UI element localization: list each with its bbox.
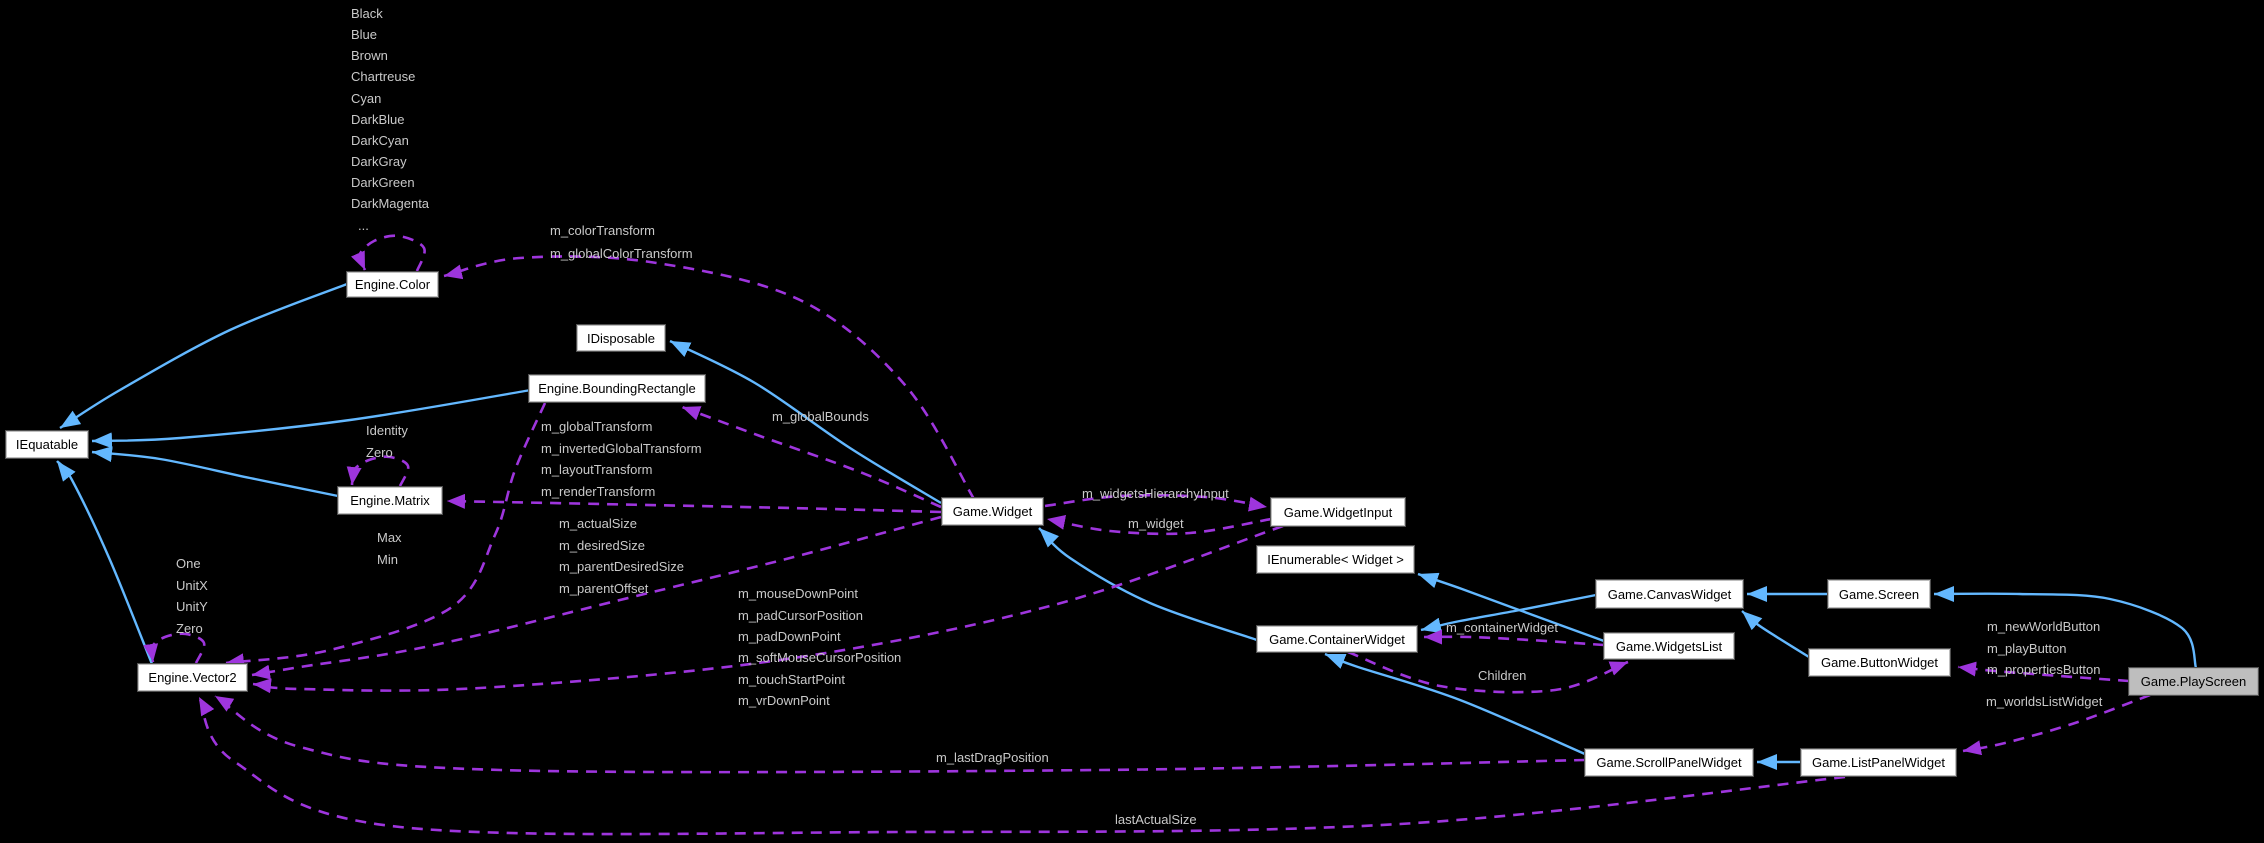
node-widgetslist[interactable]: Game.WidgetsList	[1604, 633, 1734, 659]
edge-scrollpanel-vector2	[214, 694, 1586, 774]
edge-label: m_desiredSize	[559, 538, 645, 553]
edge-containerwidget-widget	[1038, 527, 1258, 642]
edge-widgetinput-widget	[1046, 515, 1272, 536]
edge-playscreen-buttonwidget	[1957, 661, 2130, 683]
edge-label: UnitY	[176, 599, 208, 614]
edge-label: ...	[358, 218, 369, 233]
node-widgetinput[interactable]: Game.WidgetInput	[1271, 498, 1405, 526]
node-ienumerable[interactable]: IEnumerable< Widget >	[1257, 546, 1414, 573]
edge-widget-matrix	[446, 493, 942, 514]
edge-label: DarkMagenta	[351, 196, 430, 211]
node-scrollpanel[interactable]: Game.ScrollPanelWidget	[1585, 749, 1753, 776]
edge-label: m_invertedGlobalTransform	[541, 441, 702, 456]
node-iequatable[interactable]: IEquatable	[6, 431, 88, 458]
edge-label: m_lastDragPosition	[936, 750, 1049, 765]
edge-color-iequatable	[59, 282, 348, 430]
edge-canvaswidget-containerwidget	[1420, 593, 1597, 634]
edge-brect-iequatable	[91, 388, 532, 449]
edge-label: Zero	[366, 445, 393, 460]
edge-widgetslist-ienumerable	[1417, 572, 1605, 643]
edge-label: Min	[377, 552, 398, 567]
edge-widgetslist-containerwidget	[1423, 629, 1605, 647]
edge-label: m_propertiesButton	[1987, 662, 2101, 677]
edge-label: Blue	[351, 27, 378, 42]
node-idisposable[interactable]: IDisposable	[577, 325, 665, 351]
node-vector2[interactable]: Engine.Vector2	[138, 664, 247, 691]
edge-label: DarkCyan	[351, 133, 409, 148]
edge-label: m_parentDesiredSize	[559, 559, 685, 574]
node-canvaswidget[interactable]: Game.CanvasWidget	[1596, 580, 1743, 608]
edge-widget-idisposable	[669, 339, 942, 505]
edge-label: Chartreuse	[351, 69, 416, 84]
edge-label: lastActualSize	[1115, 812, 1197, 827]
edge-label: Zero	[176, 621, 203, 636]
edge-containerwidget-widgetslist	[1347, 650, 1629, 694]
edge-label: Black	[351, 6, 383, 21]
edge-label: m_softMouseCursorPosition	[738, 650, 902, 665]
edge-widget-vector2	[251, 515, 942, 680]
node-widget[interactable]: Game.Widget	[942, 498, 1043, 525]
edge-label: m_renderTransform	[541, 484, 656, 499]
edge-label: One	[176, 556, 201, 571]
edge-scrollpanel-containerwidget	[1324, 652, 1586, 756]
edge-vector2-iequatable	[56, 460, 154, 665]
edge-label: m_globalColorTransform	[550, 246, 693, 261]
edge-label: m_widgetsHierarchyInput	[1082, 486, 1229, 501]
edge-label: m_actualSize	[559, 516, 638, 531]
edge-playscreen-listpanel	[1962, 693, 2151, 756]
edge-label: m_mouseDownPoint	[738, 586, 858, 601]
edge-label: DarkGreen	[351, 175, 415, 190]
edge-widget-color	[443, 255, 976, 500]
edge-matrix-matrix	[346, 455, 410, 487]
edge-widget-widgetinput	[1044, 493, 1268, 512]
node-buttonwidget[interactable]: Game.ButtonWidget	[1809, 649, 1950, 676]
edge-label: m_playButton	[1987, 641, 2067, 656]
edge-label: Cyan	[351, 91, 382, 106]
node-brect[interactable]: Engine.BoundingRectangle	[529, 375, 705, 402]
edge-label: DarkGray	[351, 154, 407, 169]
edge-label: m_globalTransform	[541, 419, 653, 434]
edge-label: m_containerWidget	[1446, 620, 1558, 635]
edge-label: m_widget	[1128, 516, 1184, 531]
node-listpanel[interactable]: Game.ListPanelWidget	[1801, 749, 1956, 776]
node-screen[interactable]: Game.Screen	[1828, 580, 1930, 608]
edge-label: m_newWorldButton	[1987, 619, 2101, 634]
edge-label: m_padCursorPosition	[738, 608, 864, 623]
edge-listpanel-vector2	[197, 696, 1846, 836]
edge-label: m_parentOffset	[559, 581, 649, 596]
edge-playscreen-screen	[1933, 585, 2198, 669]
edge-label: m_padDownPoint	[738, 629, 841, 644]
edge-label: DarkBlue	[351, 112, 405, 127]
edge-widget-brect	[681, 405, 942, 509]
edge-widgetinput-vector2	[252, 524, 1284, 694]
edge-label: m_globalBounds	[772, 409, 869, 424]
node-playscreen[interactable]: Game.PlayScreen	[2129, 668, 2258, 695]
edge-label: m_vrDownPoint	[738, 693, 830, 708]
edge-matrix-iequatable	[91, 446, 339, 498]
edge-color-color	[350, 234, 426, 272]
edge-label: Children	[1478, 668, 1527, 683]
edge-label: m_layoutTransform	[541, 462, 653, 477]
node-containerwidget[interactable]: Game.ContainerWidget	[1257, 626, 1417, 652]
edge-label: Max	[377, 530, 402, 545]
edge-vector2-vector2	[143, 632, 206, 664]
edge-label: UnitX	[176, 578, 208, 593]
node-matrix[interactable]: Engine.Matrix	[338, 487, 442, 514]
edge-label: Identity	[366, 423, 408, 438]
edge-buttonwidget-canvaswidget	[1741, 610, 1810, 659]
edge-label: m_touchStartPoint	[738, 672, 845, 687]
edge-label: Brown	[351, 48, 388, 63]
node-color[interactable]: Engine.Color	[347, 272, 438, 297]
edge-label: m_worldsListWidget	[1986, 694, 2103, 709]
edge-label: m_colorTransform	[550, 223, 655, 238]
